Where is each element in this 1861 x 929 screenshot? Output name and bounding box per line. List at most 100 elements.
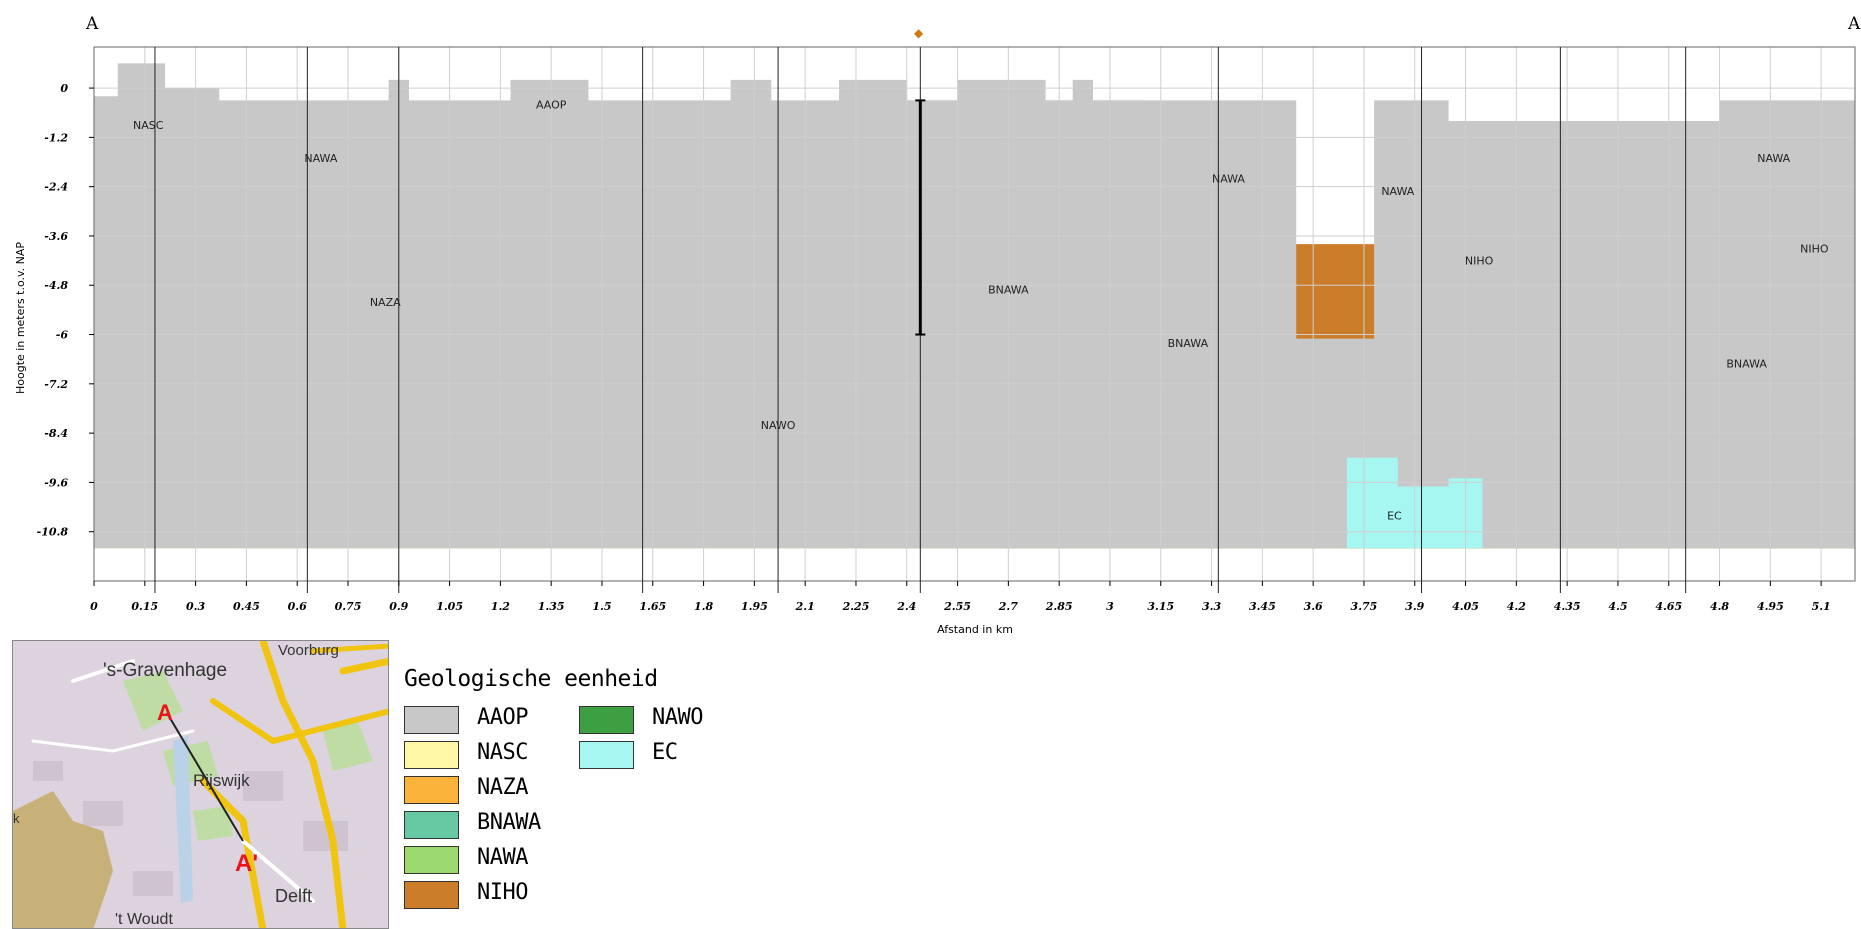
x-tick-label: 4.35 (1554, 600, 1581, 613)
legend: Geologische eenheid AAOP NASC NAZA BNAWA NAW… (404, 666, 964, 926)
x-tick-label: 1.5 (592, 600, 611, 613)
map-place-t-woudt: 't Woudt (115, 911, 173, 928)
profile-end-label: A' (1847, 14, 1861, 34)
map-graphic: Voorburg 's-Gravenhage Rijswijk Delft 't… (13, 641, 388, 928)
x-tick-label: 3.6 (1304, 600, 1323, 613)
x-tick-label: 2.85 (1045, 600, 1073, 613)
x-tick-label: 3.3 (1202, 600, 1221, 613)
map-marker-a-prime: A' (235, 850, 258, 877)
map-builtup-blocks (33, 761, 348, 896)
y-tick-label: -2.4 (44, 181, 68, 194)
legend-swatch (404, 846, 459, 874)
map-place-delft: Delft (275, 886, 312, 906)
y-tick-label: -3.6 (44, 230, 68, 243)
x-tick-label: 3.15 (1147, 600, 1174, 613)
unit-label: BNAWA (1726, 357, 1767, 370)
y-tick-label: 0 (60, 82, 68, 95)
legend-swatch (404, 706, 459, 734)
unit-label: NASC (133, 119, 164, 132)
plot-area (94, 47, 1855, 581)
map-marker-a: A (157, 700, 173, 725)
x-tick-label: 0.75 (335, 600, 362, 613)
x-tick-label: 4.05 (1452, 600, 1479, 613)
x-tick-label: 2.1 (795, 600, 815, 613)
x-tick-label: 2.4 (896, 600, 916, 613)
unit-label: NAWA (304, 152, 337, 165)
x-tick-label: 5.1 (1812, 600, 1831, 613)
y-tick-label: -9.6 (44, 476, 68, 489)
unit-area-ec (1313, 457, 1500, 549)
unit-label: NAWO (761, 419, 796, 432)
x-tick-label: 0.15 (131, 600, 158, 613)
unit-label: NAWA (1381, 185, 1414, 198)
unit-label: NIHO (1800, 242, 1829, 255)
x-tick-label: 1.35 (538, 600, 565, 613)
y-tick-label: -6 (56, 329, 69, 342)
legend-label: EC (652, 740, 678, 765)
x-tick-label: 1.95 (741, 600, 768, 613)
x-tick-label: 1.05 (436, 600, 463, 613)
x-tick-label: 2.25 (842, 600, 870, 613)
drill-marker (915, 99, 926, 336)
legend-label: NAWO (652, 705, 703, 730)
y-tick-label: -4.8 (44, 279, 68, 292)
y-tick-label: -7.2 (44, 378, 68, 391)
unit-label: BNAWA (988, 283, 1029, 296)
x-tick-label: 4.95 (1757, 600, 1784, 613)
legend-swatch (579, 706, 634, 734)
unit-label: NIHO (1465, 255, 1494, 268)
location-map: Voorburg 's-Gravenhage Rijswijk Delft 't… (12, 640, 389, 929)
unit-marker: ◆ (914, 26, 924, 40)
x-tick-label: 3.45 (1249, 600, 1276, 613)
legend-swatch (404, 741, 459, 769)
legend-swatch (404, 811, 459, 839)
legend-label: NAZA (477, 775, 528, 800)
legend-swatch (404, 776, 459, 804)
x-tick-label: 2.7 (998, 600, 1018, 613)
map-place-k: k (13, 811, 20, 826)
legend-swatch (579, 741, 634, 769)
legend-label: AAOP (477, 705, 528, 730)
y-tick-label: -10.8 (37, 526, 69, 539)
x-tick-label: 3.9 (1405, 600, 1424, 613)
unit-area-aaop (94, 63, 1855, 549)
map-place-den-haag: 's-Gravenhage (103, 660, 227, 681)
legend-label: NAWA (477, 845, 528, 870)
profile-start-label: A (85, 14, 99, 34)
x-axis-title: Afstand in km (937, 623, 1013, 636)
map-place-rijswijk: Rijswijk (193, 771, 250, 790)
x-tick-label: 1.65 (639, 600, 666, 613)
x-tick-label: 4.5 (1608, 600, 1627, 613)
x-tick-label: 0.45 (233, 600, 260, 613)
unit-label: NAZA (370, 296, 401, 309)
gridlines (93, 46, 1856, 582)
x-tick-label: 2.55 (943, 600, 971, 613)
map-place-voorburg: Voorburg (278, 642, 339, 659)
plot-frame (93, 46, 1856, 582)
x-tick-label: 0.3 (186, 600, 205, 613)
x-tick-label: 0.6 (288, 600, 307, 613)
x-tick-label: 1.2 (491, 600, 510, 613)
y-axis-title: Hoogte in meters t.o.v. NAP (14, 242, 27, 394)
legend-label: NASC (477, 740, 528, 765)
x-tick-label: 4.2 (1507, 600, 1526, 613)
unit-label: NAWA (1757, 152, 1790, 165)
y-tick-label: -8.4 (44, 427, 68, 440)
unit-label: AAOP (536, 99, 567, 112)
x-tick-label: 4.65 (1655, 600, 1682, 613)
x-tick-label: 3.75 (1351, 600, 1378, 613)
x-tick-label: 4.8 (1710, 600, 1729, 613)
unit-label: EC (1387, 509, 1402, 522)
legend-swatch (404, 881, 459, 909)
unit-annotations: NASC AAOP NAWA NAZA NAWO BNAWA BNAWA NAWA NAWA NI… (133, 99, 1829, 523)
x-tick-label: 1.8 (694, 600, 713, 613)
unit-label: BNAWA (1168, 337, 1209, 350)
legend-label: BNAWA (477, 810, 541, 835)
y-tick-label: -1.2 (44, 131, 68, 144)
unit-label: NAWA (1212, 173, 1245, 186)
legend-title: Geologische eenheid (404, 666, 658, 692)
x-tick-label: 3 (1106, 600, 1114, 613)
legend-label: NIHO (477, 880, 528, 905)
cross-section-chart: A A' ◆ NASC AAOP NAWA NAZA NAWO BNAWA BNAWA NAW… (14, 14, 1861, 636)
map-dunes-area (13, 791, 113, 928)
